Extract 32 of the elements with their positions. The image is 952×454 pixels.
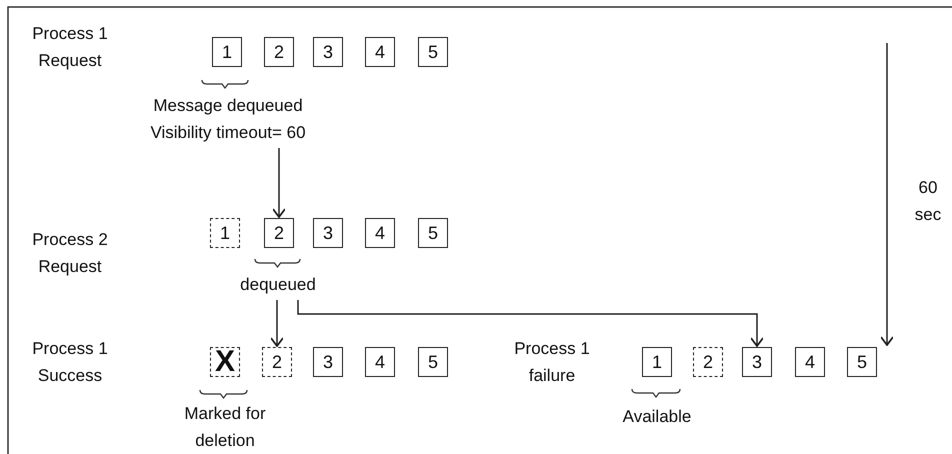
message-box: 3	[313, 218, 343, 248]
row-label: Process 1 Success	[31, 338, 109, 387]
message-box: 2	[264, 218, 294, 248]
annotation-text: Available	[622, 406, 692, 428]
message-box: 3	[313, 347, 343, 377]
message-box: 5	[418, 218, 448, 248]
message-box: 5	[418, 347, 448, 377]
message-box: 4	[365, 218, 395, 248]
message-box: 4	[365, 347, 395, 377]
row-label: Process 1 failure	[513, 338, 591, 387]
message-box: 2	[264, 37, 294, 67]
annotation-text: Marked for deletion	[183, 403, 267, 452]
annotation-text: Message dequeued Visibility timeout= 60	[138, 92, 318, 146]
row-label: Process 2 Request	[31, 229, 109, 278]
arrow	[270, 300, 284, 347]
message-box: 1	[212, 37, 242, 67]
message-box: 5	[418, 37, 448, 67]
message-box: 2	[262, 347, 292, 377]
message-box: 1	[210, 218, 240, 248]
annotation-text: dequeued	[238, 271, 318, 298]
message-box: 1	[642, 347, 672, 377]
message-box: 4	[365, 37, 395, 67]
arrow	[297, 300, 764, 347]
message-box: 2	[693, 347, 723, 377]
message-box: 5	[847, 347, 877, 377]
message-box: 4	[795, 347, 825, 377]
message-box: 3	[313, 37, 343, 67]
message-box: 3	[742, 347, 772, 377]
row-label: Process 1 Request	[31, 23, 109, 72]
duration-label: 60 sec	[914, 177, 942, 226]
arrow	[272, 148, 286, 218]
deleted-message-box: X	[210, 347, 240, 377]
